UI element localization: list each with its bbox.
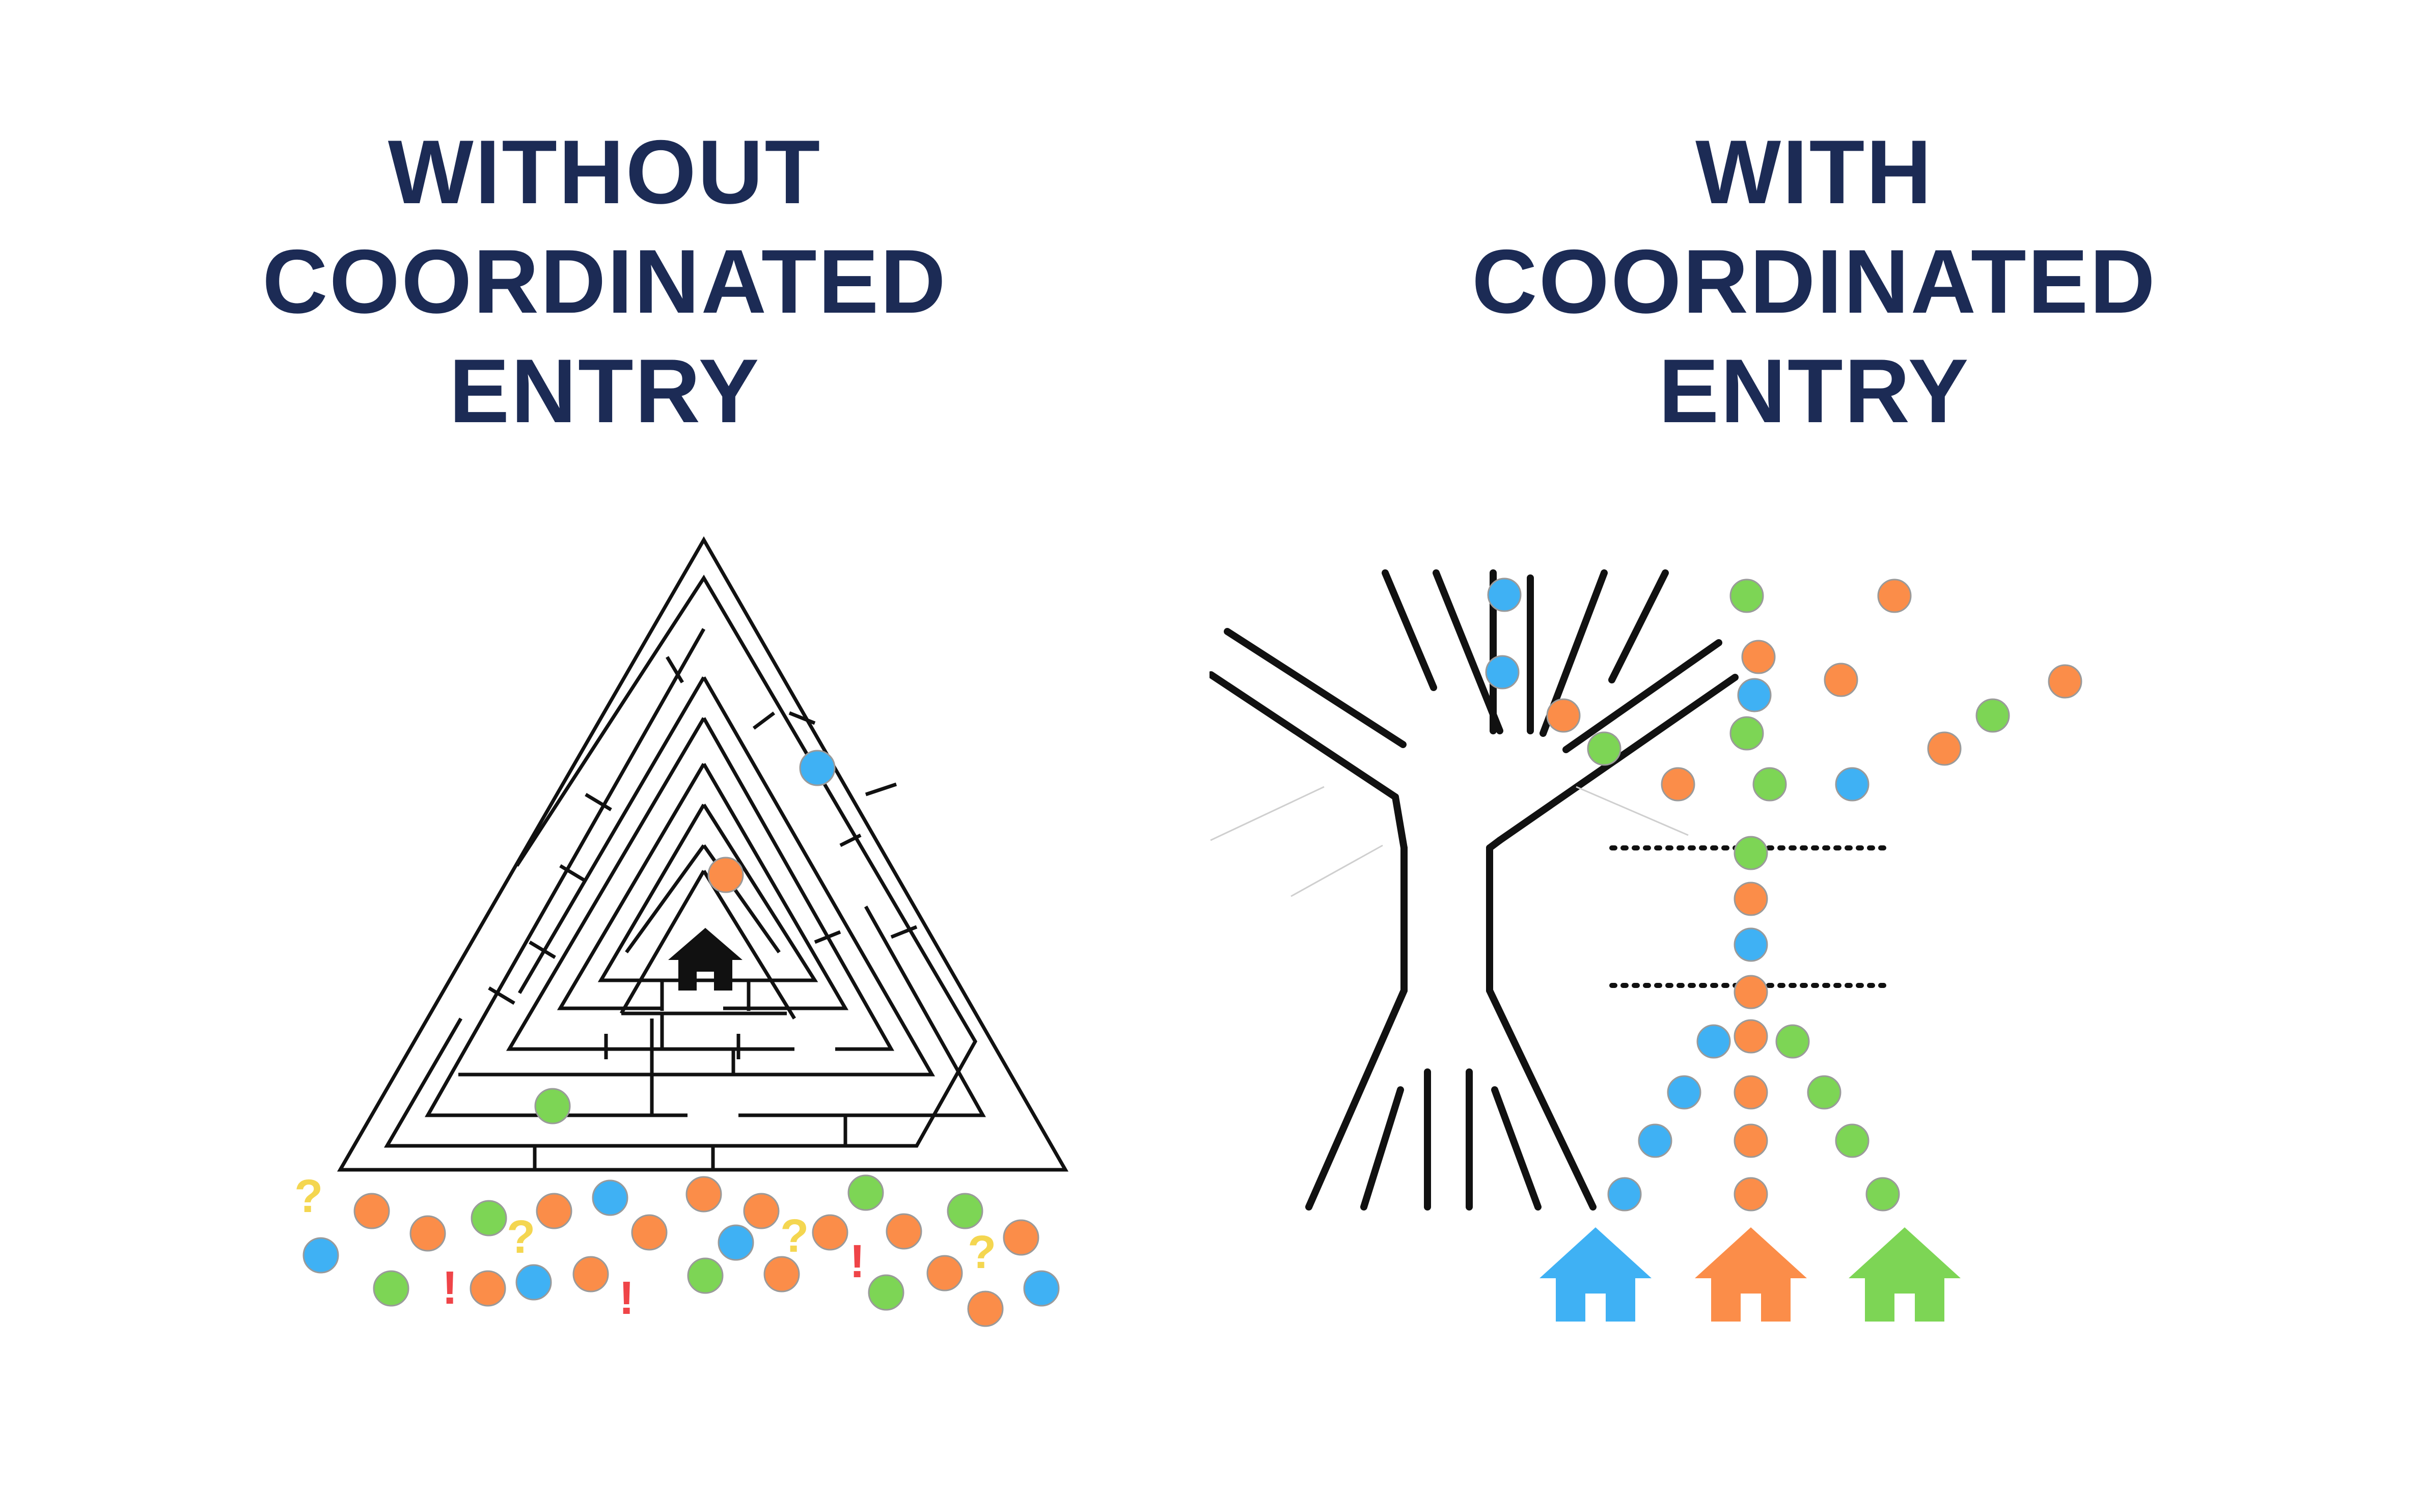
right-title: WITH COORDINATED ENTRY [1210, 117, 2419, 446]
scattered-dots [303, 1174, 1060, 1327]
right-title-line-1: WITH [1695, 121, 1933, 223]
left-title: WITHOUT COORDINATED ENTRY [0, 117, 1210, 446]
left-title-line-1: WITHOUT [388, 121, 822, 223]
orange-dot [707, 857, 744, 893]
without-coordinated-entry-panel: WITHOUT COORDINATED ENTRY [0, 117, 1210, 1327]
question-mark: ? [294, 1170, 323, 1222]
green-dot [534, 1088, 571, 1124]
funnel-walls [1210, 569, 1739, 1211]
right-title-line-2: COORDINATED [1472, 231, 2157, 332]
question-mark: ? [968, 1226, 996, 1278]
maze-participant-dots [534, 750, 836, 1124]
exclamation-mark: ! [442, 1262, 458, 1314]
blue-house-icon [1540, 1227, 1652, 1322]
funnel-illustration [1210, 569, 2082, 1322]
left-title-line-3: ENTRY [449, 340, 761, 442]
maze-illustration: ? ? ? ? ! ! ! [294, 536, 1069, 1327]
house-icon [668, 928, 743, 991]
question-mark: ? [780, 1210, 809, 1262]
green-house-icon [1849, 1227, 1961, 1322]
blue-dot [799, 750, 836, 786]
question-mark: ? [507, 1211, 535, 1263]
exclamation-mark: ! [849, 1235, 865, 1287]
orange-house-icon [1695, 1227, 1807, 1322]
right-title-line-3: ENTRY [1658, 340, 1970, 442]
left-title-line-2: COORDINATED [262, 231, 947, 332]
with-coordinated-entry-panel: WITH COORDINATED ENTRY [1210, 0, 2419, 1512]
participant-dots [1485, 578, 2082, 1212]
exit-houses [1540, 1227, 1961, 1322]
confusion-marks: ? ? ? ? ! ! ! [294, 1170, 996, 1324]
triangle-maze [337, 536, 1069, 1172]
faint-rays [1210, 786, 1689, 897]
exclamation-mark: ! [619, 1272, 635, 1324]
